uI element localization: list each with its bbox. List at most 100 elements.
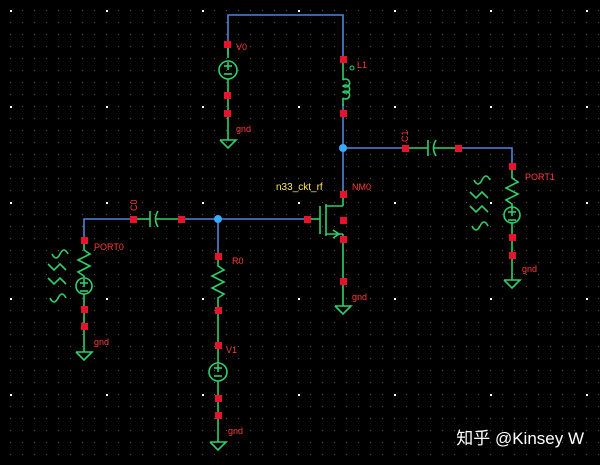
grid-dot [274,130,275,131]
grid-dot [262,82,263,83]
grid-dot [586,94,587,95]
voltage-source-v1[interactable]: V1 gnd [208,340,243,452]
capacitor-c0[interactable]: C0 [129,199,185,228]
grid-dot [178,130,179,131]
grid-dot [454,154,455,155]
wire-v0-top[interactable] [227,14,344,58]
grid-dot [166,46,167,47]
grid-dot [382,58,383,59]
grid-dot [10,202,12,204]
grid-dot [202,274,203,275]
port-port0[interactable]: PORT0 gnd [47,237,124,362]
grid-dot [106,334,107,335]
grid-dot [442,382,443,383]
grid-dot [382,442,383,443]
inductor-l1[interactable]: L1 [340,56,367,117]
grid-dot [226,166,227,167]
grid-dot [274,190,275,191]
grid-dot [454,22,455,23]
grid-dot [598,82,599,83]
grid-dot [58,286,59,287]
grid-dot [142,310,143,311]
grid-dot [94,262,95,263]
grid-dot [334,94,335,95]
grid-dot [370,238,371,239]
grid-dot [310,346,311,347]
grid-dot [526,286,527,287]
grid-dot [94,142,95,143]
grid-dot [598,58,599,59]
grid-dot [298,298,300,300]
grid-dot [190,214,191,215]
grid-dot [154,250,155,251]
grid-dot [70,214,71,215]
grid-dot [238,166,239,167]
grid-dot [154,334,155,335]
grid-dot [190,370,191,371]
grid-dot [538,214,539,215]
grid-dot [538,334,539,335]
grid-dot [298,262,299,263]
grid-dot [526,382,527,383]
grid-dot [118,106,119,107]
grid-dot [502,118,503,119]
grid-dot [430,346,431,347]
grid-dot [502,142,503,143]
grid-dot [118,178,119,179]
grid-dot [250,418,251,419]
grid-dot [154,274,155,275]
grid-dot [250,430,251,431]
grid-dot [118,226,119,227]
grid-dot [154,418,155,419]
grid-dot [382,154,383,155]
grid-dot [346,394,347,395]
wire-c1-port1[interactable] [459,147,513,166]
grid-dot [250,274,251,275]
grid-dot [406,34,407,35]
port-port1[interactable]: PORT1 gnd [469,163,555,290]
grid-dot [274,166,275,167]
grid-dot [166,286,167,287]
nmos-nm0[interactable]: n33_ckt_rf NM0 gnd [276,182,371,316]
grid-dot [466,286,467,287]
grid-dot [130,370,131,371]
grid-dot [118,154,119,155]
grid-dot [394,370,395,371]
grid-dot [310,106,311,107]
grid-dot [202,298,204,300]
grid-dot [118,442,119,443]
grid-dot [250,46,251,47]
resistor-r0[interactable]: R0 [210,253,244,340]
grid-dot [334,418,335,419]
junction-drain[interactable] [339,144,347,152]
grid-dot [550,286,551,287]
grid-dot [490,82,491,83]
grid-dot [466,226,467,227]
wire-port0-c0[interactable] [83,218,134,240]
grid-dot [70,310,71,311]
grid-dot [262,382,263,383]
grid-dot [526,442,527,443]
grid-dot [262,58,263,59]
grid-dot [46,190,47,191]
grid-dot [286,346,287,347]
grid-dot [106,202,108,204]
grid-dot [298,214,299,215]
grid-dot [430,334,431,335]
grid-dot [310,286,311,287]
grid-dot [238,298,239,299]
grid-dot [10,334,11,335]
voltage-source-v0[interactable]: V0 gnd [218,41,251,150]
grid-dot [322,406,323,407]
capacitor-c1[interactable]: C1 [400,130,462,157]
grid-dot [598,190,599,191]
grid-dot [298,82,299,83]
grid-dot [22,406,23,407]
grid-dot [322,262,323,263]
grid-dot [70,346,71,347]
grid-dot [382,82,383,83]
grid-dot [70,106,71,107]
junction-gate[interactable] [214,215,222,223]
grid-dot [298,406,299,407]
